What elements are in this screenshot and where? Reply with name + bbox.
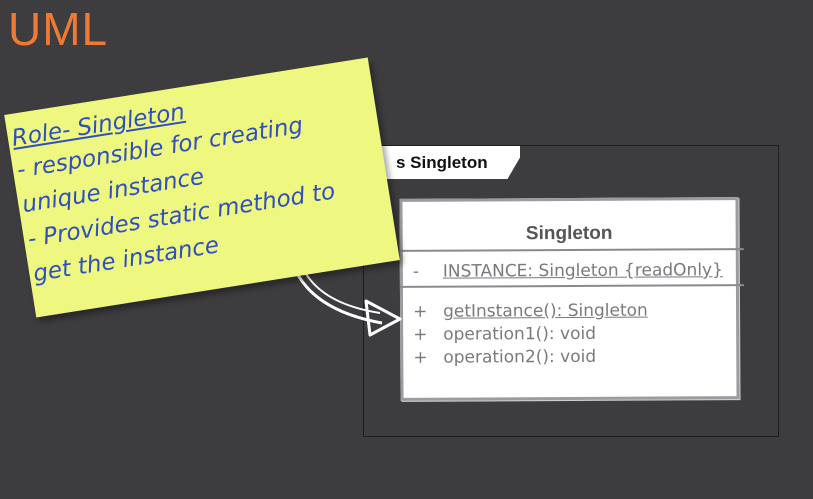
operation-text: getInstance(): Singleton: [443, 300, 648, 322]
frame-tab: s Singleton: [364, 146, 520, 179]
visibility-marker: -: [412, 261, 420, 282]
slide-title: UML: [8, 3, 109, 55]
attributes-divider: [399, 248, 744, 252]
visibility-marker: +: [413, 324, 428, 345]
class-name: Singleton: [525, 222, 613, 245]
operation-text: operation1(): void: [443, 323, 597, 345]
uml-frame: s Singleton: [363, 145, 779, 437]
visibility-marker: +: [413, 301, 428, 322]
operations-divider: [399, 284, 744, 288]
visibility-marker: +: [413, 347, 428, 368]
operation-row: + operation1(): void: [413, 324, 596, 345]
operation-row: + operation2(): void: [413, 347, 596, 368]
operation-row: + getInstance(): Singleton: [413, 301, 648, 322]
attribute-text: INSTANCE: Singleton {readOnly}: [442, 260, 723, 282]
singleton-class-box: Singleton - INSTANCE: Singleton {readOnly…: [399, 197, 744, 401]
frame-label: s Singleton: [396, 153, 488, 172]
attribute-row: - INSTANCE: Singleton {readOnly}: [413, 260, 723, 282]
operation-text: operation2(): void: [443, 346, 597, 368]
